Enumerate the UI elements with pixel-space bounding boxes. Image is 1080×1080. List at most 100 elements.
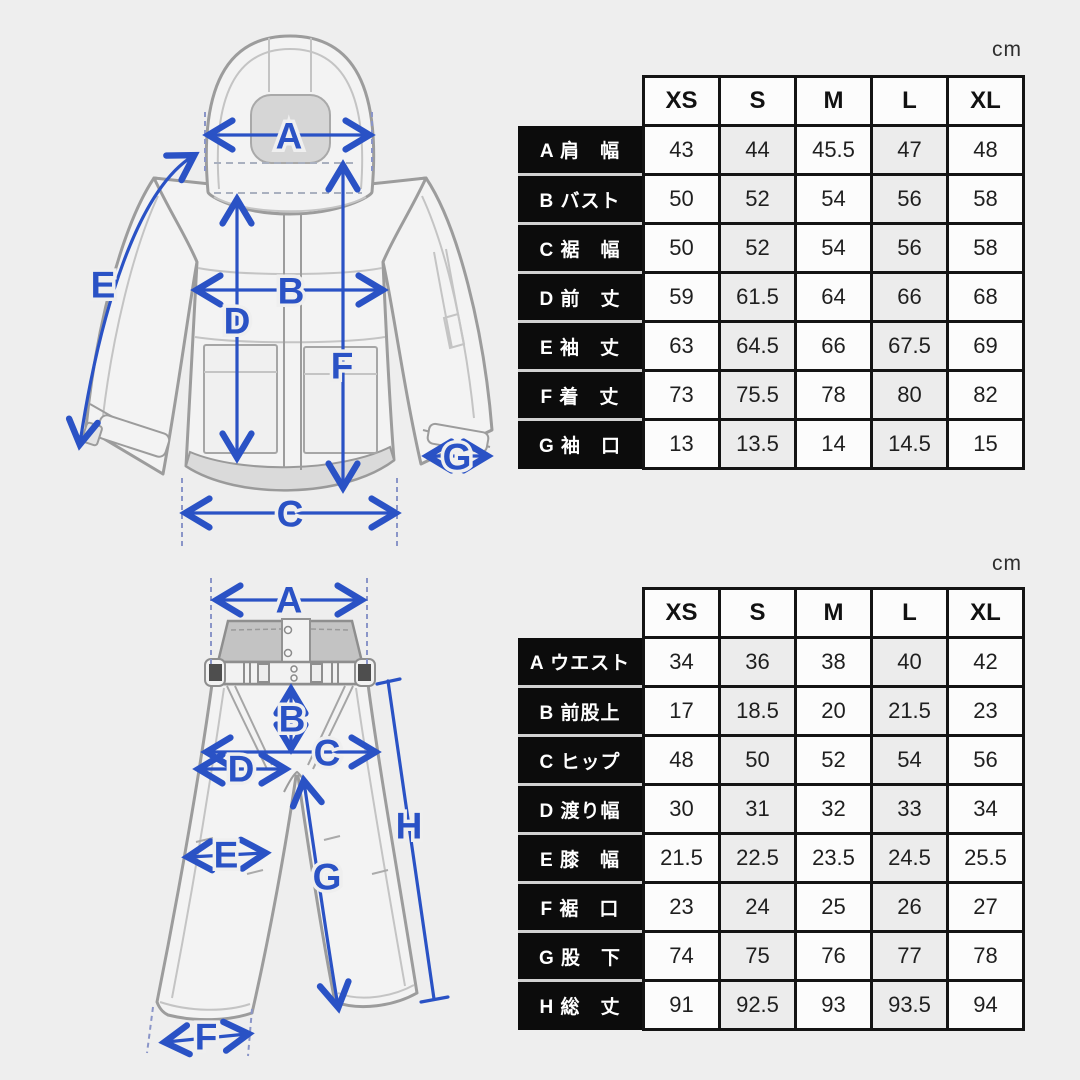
- pants-guide-a: [210, 578, 368, 665]
- size-value-cell: 23: [642, 881, 721, 933]
- pants-measure-line-h-caps: [375, 677, 450, 1004]
- size-value-cell: 52: [794, 734, 873, 786]
- row-label: B 前股上: [518, 685, 644, 736]
- row-label: E 袖 丈: [518, 320, 644, 371]
- pants-measure-letter-d: D: [228, 749, 255, 790]
- pants-belt-button-2: [290, 674, 298, 682]
- size-value-cell: 78: [946, 930, 1025, 982]
- size-value-cell: 56: [870, 222, 949, 274]
- row-label: G 股 下: [518, 930, 644, 981]
- size-value-cell: 68: [946, 271, 1025, 323]
- size-value-cell: 61.5: [718, 271, 797, 323]
- size-column-header: S: [718, 75, 797, 127]
- size-value-cell: 31: [718, 783, 797, 835]
- size-value-cell: 64.5: [718, 320, 797, 372]
- size-value-cell: 94: [946, 979, 1025, 1031]
- size-value-cell: 58: [946, 173, 1025, 225]
- table-row: D 渡り幅 30 31 32 33 34: [518, 783, 1025, 835]
- row-label: D 渡り幅: [518, 783, 644, 834]
- size-value-cell: 25: [794, 881, 873, 933]
- size-value-cell: 26: [870, 881, 949, 933]
- size-column-header: L: [870, 587, 949, 639]
- size-value-cell: 48: [946, 124, 1025, 176]
- size-value-cell: 66: [794, 320, 873, 372]
- size-value-cell: 18.5: [718, 685, 797, 737]
- size-value-cell: 50: [718, 734, 797, 786]
- row-label: F 裾 口: [518, 881, 644, 932]
- jacket-right-sleeve-vent: [433, 248, 466, 350]
- size-value-cell: 64: [794, 271, 873, 323]
- pants-belt-band: [210, 660, 370, 686]
- size-column-header: M: [794, 587, 873, 639]
- row-label: A 肩 幅: [518, 125, 644, 175]
- table-row: A 肩 幅 43 44 45.5 47 48: [518, 124, 1025, 176]
- size-value-cell: 40: [870, 636, 949, 688]
- table-row: F 着 丈 73 75.5 78 80 82: [518, 369, 1025, 421]
- size-value-cell: 34: [642, 636, 721, 688]
- size-column-header: XS: [642, 587, 721, 639]
- row-label: C ヒップ: [518, 734, 644, 785]
- size-value-cell: 92.5: [718, 979, 797, 1031]
- size-value-cell: 13.5: [718, 418, 797, 470]
- pants-measure-letter-b: B: [279, 699, 306, 740]
- table-row: C 裾 幅 50 52 54 56 58: [518, 222, 1025, 274]
- jacket-hood-inner-line: [216, 47, 364, 190]
- size-column-header: XL: [946, 587, 1025, 639]
- jacket-measurement-diagram: A B C D E F G: [65, 34, 494, 546]
- jacket-table-unit-label: cm: [992, 38, 1022, 61]
- size-value-cell: 43: [642, 124, 721, 176]
- size-value-cell: 42: [946, 636, 1025, 688]
- pants-measure-arrow-g: [289, 774, 352, 1014]
- size-value-cell: 54: [870, 734, 949, 786]
- size-value-cell: 91: [642, 979, 721, 1031]
- size-value-cell: 48: [642, 734, 721, 786]
- size-value-cell: 17: [642, 685, 721, 737]
- size-value-cell: 25.5: [946, 832, 1025, 884]
- size-value-cell: 73: [642, 369, 721, 421]
- table-row: A ウエスト 34 36 38 40 42: [518, 636, 1025, 688]
- size-column-header: L: [870, 75, 949, 127]
- row-label: B バスト: [518, 173, 644, 224]
- table-corner-spacer: [518, 589, 644, 638]
- size-value-cell: 78: [794, 369, 873, 421]
- row-label: C 裾 幅: [518, 222, 644, 273]
- jacket-measure-letter-c: C: [277, 494, 304, 535]
- size-value-cell: 59: [642, 271, 721, 323]
- pants-measure-letter-a: A: [276, 580, 303, 621]
- jacket-measure-letter-g: G: [443, 437, 472, 478]
- jacket-measure-arrow-e: [65, 151, 200, 451]
- size-value-cell: 24: [718, 881, 797, 933]
- pants-measure-letter-h: H: [396, 806, 423, 847]
- jacket-measure-letter-b: B: [278, 271, 305, 312]
- table-row: F 裾 口 23 24 25 26 27: [518, 881, 1025, 933]
- jacket-right-sleeve: [368, 176, 494, 466]
- size-column-header: XL: [946, 75, 1025, 127]
- jacket-measure-letter-e: E: [91, 265, 116, 306]
- jacket-left-pocket: [203, 344, 278, 454]
- size-value-cell: 54: [794, 222, 873, 274]
- pants-measure-letter-g: G: [313, 857, 342, 898]
- pants-measure-arrow-f: [158, 1018, 255, 1058]
- size-value-cell: 20: [794, 685, 873, 737]
- table-row: G 股 下 74 75 76 77 78: [518, 930, 1025, 982]
- table-row: H 総 丈 91 92.5 93 93.5 94: [518, 979, 1025, 1031]
- pants-front-placket: [281, 618, 311, 666]
- size-value-cell: 21.5: [870, 685, 949, 737]
- pants-placket-button-bottom: [283, 648, 293, 658]
- table-row: G 袖 口 13 13.5 14 14.5 15: [518, 418, 1025, 470]
- jacket-left-cuff-tab: [81, 421, 103, 447]
- pants-measure-arrow-e: [181, 836, 272, 874]
- pants-bib-stitching: [230, 628, 350, 631]
- size-value-cell: 69: [946, 320, 1025, 372]
- size-value-cell: 75.5: [718, 369, 797, 421]
- table-row: B 前股上 17 18.5 20 21.5 23: [518, 685, 1025, 737]
- pants-measure-line-h: [386, 679, 436, 1001]
- size-value-cell: 14.5: [870, 418, 949, 470]
- row-label: F 着 丈: [518, 369, 644, 420]
- pants-placket-button-top: [283, 625, 293, 635]
- size-value-cell: 44: [718, 124, 797, 176]
- size-value-cell: 50: [642, 222, 721, 274]
- size-column-header: XS: [642, 75, 721, 127]
- size-value-cell: 54: [794, 173, 873, 225]
